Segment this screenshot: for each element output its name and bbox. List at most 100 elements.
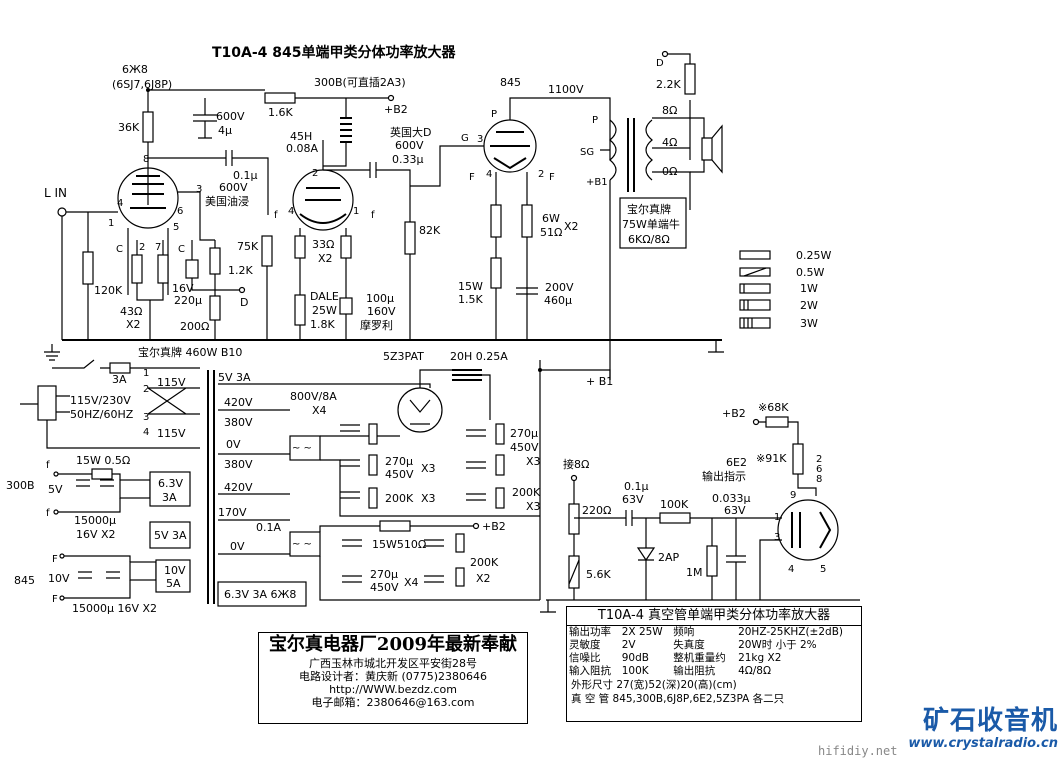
schematic-label: +B2 — [384, 103, 408, 116]
spec-row: 灵敏度 2V 失真度 20W时 小于 2% — [567, 639, 861, 652]
schematic-label: D — [656, 58, 664, 69]
spec-key: 整机重量约 — [673, 652, 726, 664]
schematic-label: 0.08A — [286, 142, 318, 155]
schematic-label: 75K — [237, 240, 259, 253]
schematic-trace — [76, 479, 114, 487]
schematic-trace — [340, 235, 352, 259]
schematic-trace — [540, 369, 611, 380]
choke-45h — [340, 117, 352, 143]
spec-key: 输出阻抗 — [673, 665, 716, 677]
schematic-trace — [339, 297, 353, 315]
schematic-label: +B2 — [482, 520, 506, 533]
mains-plug — [37, 385, 57, 421]
schematic-trace — [743, 318, 753, 328]
schematic-label: 6E2 — [726, 456, 747, 469]
schematic-trace — [91, 468, 113, 480]
schematic-label: 845 — [14, 574, 35, 587]
schematic-trace — [129, 561, 157, 581]
schematic-label: 8 — [143, 154, 149, 165]
spec-value: 2V — [621, 639, 636, 651]
schematic-trace — [53, 471, 59, 477]
tube1-label: 6Ж8 — [122, 63, 148, 76]
rectifier-5z3 — [397, 387, 443, 433]
schematic-label: 100K — [660, 498, 689, 511]
schematic-label: 115V — [157, 376, 186, 389]
schematic-label: 4 — [117, 198, 123, 209]
schematic-label: 25W — [312, 304, 337, 317]
schematic-label: 宝尔真牌 460W B10 — [138, 345, 242, 359]
schematic-label: D — [240, 296, 248, 309]
spec-key: 失真度 — [673, 639, 705, 651]
schematic-label: X3 — [421, 462, 436, 475]
schematic-label: 美国油浸 — [205, 194, 249, 208]
schematic-label: 0.25W — [796, 249, 831, 262]
schematic-label: 1.6K — [268, 106, 293, 119]
schematic-label: 4 — [788, 564, 794, 575]
schematic-trace — [739, 317, 771, 329]
schematic-label: F — [52, 594, 58, 605]
schematic-trace — [661, 50, 669, 58]
spec-key: 频响 — [673, 626, 695, 638]
schematic-trace — [209, 295, 221, 321]
schematic-label: 2.2K — [656, 78, 681, 91]
schematic-label: 0Ω — [662, 165, 677, 178]
schematic-trace — [600, 149, 611, 380]
wire-g2 — [178, 191, 201, 215]
schematic-trace — [521, 204, 533, 238]
spec-key: 灵敏度 — [569, 639, 601, 651]
r75k — [261, 235, 273, 267]
schematic-label: 5V — [48, 483, 63, 496]
schematic-trace — [64, 555, 131, 599]
schematic-label: L IN — [44, 186, 67, 200]
schematic-label: 33Ω — [312, 238, 334, 251]
schematic-label: X2 — [126, 318, 141, 331]
schematic-label: 1W — [800, 282, 818, 295]
schematic-trace — [758, 421, 817, 496]
schematic-label: 1M — [686, 566, 703, 579]
schematic-label: 4 — [288, 206, 294, 217]
schematic-label: f — [371, 210, 375, 221]
schematic-trace — [218, 409, 290, 495]
spec-value: 21kg X2 — [738, 652, 782, 664]
schematic-label: 50HZ/60HZ — [70, 408, 134, 421]
schematic-label: +B2 — [722, 407, 746, 420]
diode-2ap — [636, 518, 656, 600]
schematic-label: 200Ω — [180, 320, 209, 333]
schematic-trace — [368, 423, 378, 445]
schematic-trace — [538, 368, 542, 372]
schematic-trace — [466, 429, 486, 501]
schematic-trace — [409, 399, 431, 425]
schematic-trace — [791, 511, 832, 549]
schematic-label: 200K — [385, 492, 414, 505]
schematic-trace — [759, 539, 782, 600]
schematic-label: 3A — [112, 373, 127, 386]
schematic-trace — [752, 418, 760, 426]
schematic-trace — [147, 387, 200, 415]
schematic-label: 英国大D — [390, 125, 431, 139]
cap-coupling1 — [148, 150, 269, 215]
schematic-label: 63V — [724, 504, 746, 517]
schematic-label: 5.6K — [586, 568, 611, 581]
schematic-trace — [765, 416, 789, 428]
schematic-label: 380V — [224, 458, 253, 471]
schematic-label: 3 — [477, 134, 483, 145]
tube1-alt-label: (6SJ7,6J8P) — [112, 78, 172, 91]
spec-rows: 输出功率 2X 25W 频响 20HZ-25KHZ(±2dB) 灵敏度 2V 失… — [567, 626, 861, 678]
spec-row: 输出功率 2X 25W 频响 20HZ-25KHZ(±2dB) — [567, 626, 861, 639]
schematic-trace — [78, 571, 120, 579]
schematic-label: 输出指示 — [702, 469, 746, 483]
schematic-label: 15W — [458, 280, 483, 293]
schematic-trace — [238, 286, 246, 294]
schematic-label: F — [52, 554, 58, 565]
watermark: hifidiy.net — [818, 744, 898, 758]
schematic-label: 0.5W — [796, 266, 824, 279]
schematic-label: 5 — [820, 564, 826, 575]
input-jack[interactable] — [57, 207, 67, 217]
schematic-label: P — [491, 109, 497, 120]
schematic-label: 4μ — [218, 124, 232, 137]
website-line: http://WWW.bezdz.com — [329, 683, 457, 696]
logo-url: www.crystalradio.cn — [908, 736, 1058, 751]
wattage-legend: 0.25W 0.5W 1W 2W 3W — [739, 249, 831, 330]
schematic-label: ※68K — [758, 401, 789, 414]
schematic-trace — [739, 283, 771, 294]
